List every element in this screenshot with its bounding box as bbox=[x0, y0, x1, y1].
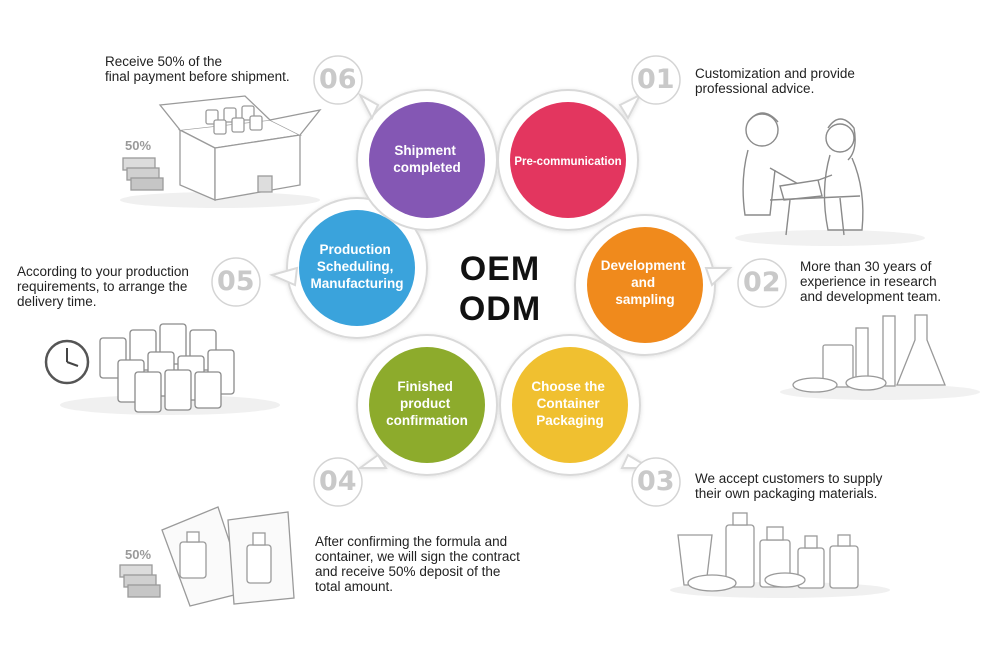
center-title-oem: OEM bbox=[459, 250, 541, 288]
step-02-description: More than 30 years of experience in rese… bbox=[800, 259, 942, 304]
step-01-description: Customization and provide professional a… bbox=[695, 66, 855, 96]
circle-pre-communication[interactable] bbox=[510, 102, 626, 218]
lab-glassware-illustration bbox=[780, 314, 980, 400]
step-03-number: 03 bbox=[637, 466, 675, 497]
circle-finished[interactable] bbox=[369, 347, 485, 463]
center-title-odm: ODM bbox=[458, 290, 542, 328]
step-03-description: We accept customers to supply their own … bbox=[695, 471, 883, 501]
step-06-description: Receive 50% of the final payment before … bbox=[105, 54, 290, 84]
step-05-description: According to your production requirement… bbox=[17, 264, 189, 309]
step-04-description: After confirming the formula and contain… bbox=[315, 534, 520, 594]
step-06-title: Shipment completed bbox=[393, 143, 461, 175]
contract-illustration bbox=[119, 506, 295, 607]
box-illustration bbox=[120, 95, 322, 208]
step-02-number: 02 bbox=[743, 267, 781, 298]
step-05-title: Production Scheduling, Manufacturing bbox=[311, 242, 404, 291]
deposit-badge-06: 50% bbox=[125, 138, 152, 153]
step-02-title: Development and sampling bbox=[601, 258, 690, 307]
step-05-number: 05 bbox=[217, 266, 255, 297]
step-01-title: Pre-communication bbox=[514, 156, 621, 168]
clock-bottles-illustration bbox=[44, 323, 280, 415]
number-badge-05 bbox=[211, 257, 261, 307]
step-06-number: 06 bbox=[319, 64, 357, 95]
number-badge-06 bbox=[313, 55, 363, 105]
step-01-number: 01 bbox=[637, 64, 675, 95]
circle-container[interactable] bbox=[512, 347, 628, 463]
number-badge-02 bbox=[737, 258, 787, 308]
circle-shipment[interactable] bbox=[369, 102, 485, 218]
step-04-number: 04 bbox=[319, 466, 357, 497]
consultation-illustration bbox=[735, 112, 925, 246]
circle-development[interactable] bbox=[587, 227, 703, 343]
number-badge-04 bbox=[313, 457, 363, 507]
packaging-bottles-illustration bbox=[670, 512, 890, 598]
circle-production[interactable] bbox=[299, 210, 415, 326]
number-badge-03 bbox=[631, 457, 681, 507]
number-badge-01 bbox=[631, 55, 681, 105]
step-03-title: Choose the Container Packaging bbox=[531, 379, 608, 428]
deposit-badge-04: 50% bbox=[125, 547, 152, 562]
step-04-title: Finished product confirmation bbox=[386, 379, 468, 428]
